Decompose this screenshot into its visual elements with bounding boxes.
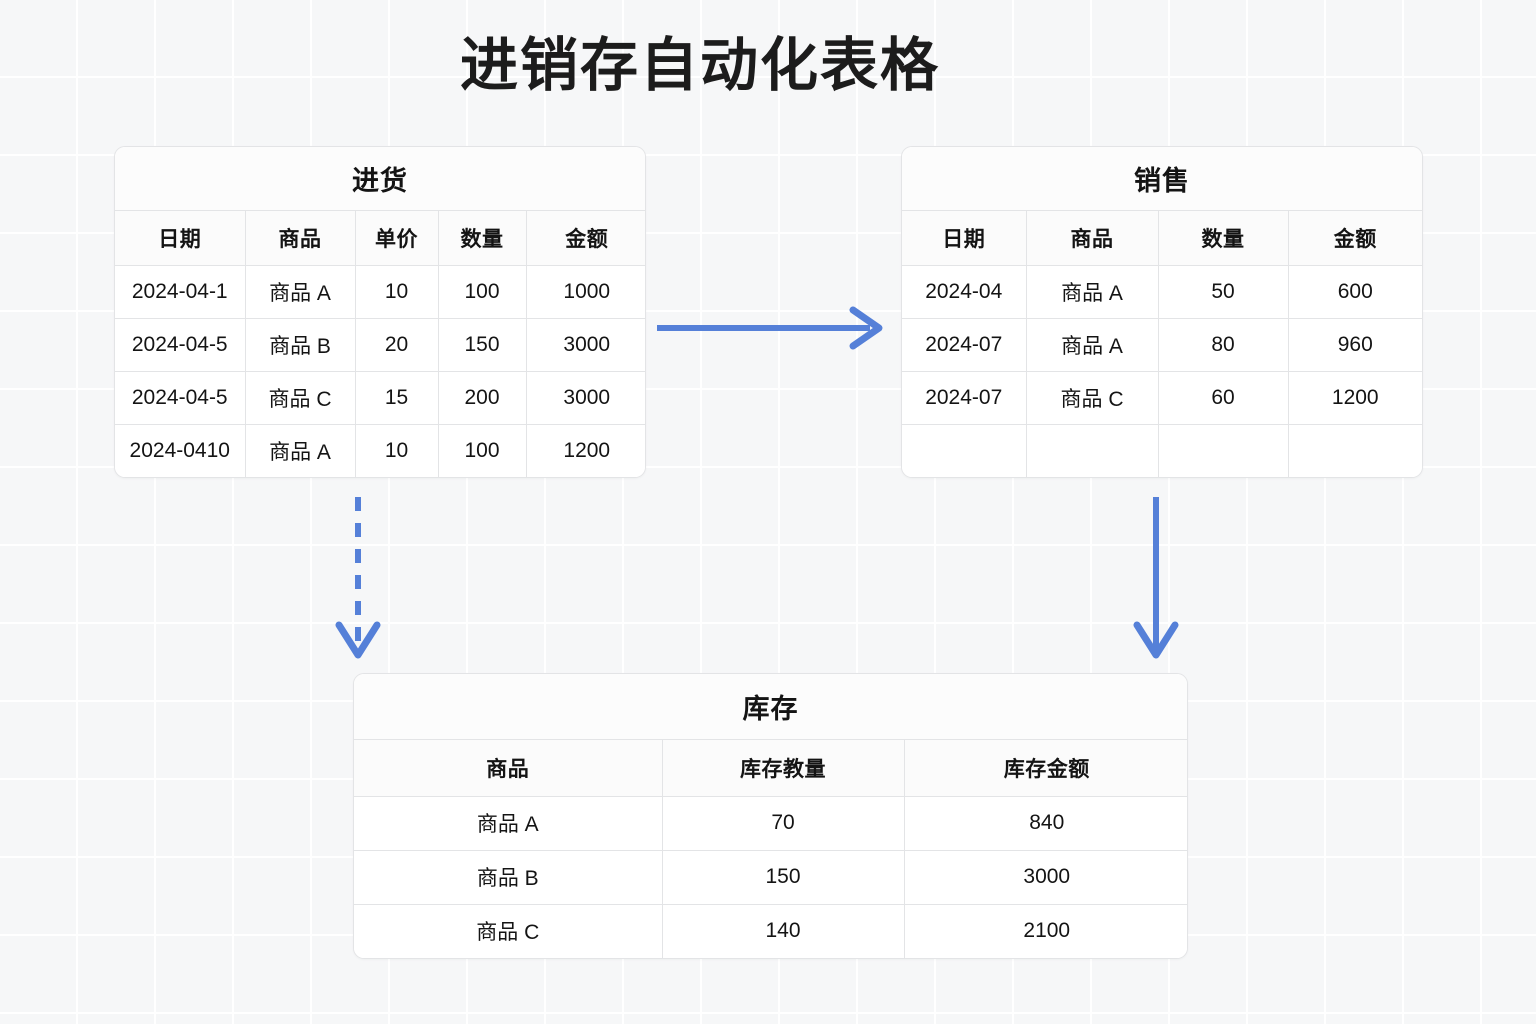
- cell-qty: 60: [1158, 371, 1289, 425]
- sales-col-date: 日期: [902, 211, 1027, 266]
- cell-qty: 150: [662, 850, 905, 905]
- cell-date: 2024-07: [902, 371, 1027, 425]
- cell-amt: 1200: [1288, 371, 1422, 425]
- cell-item: 商品 B: [245, 318, 356, 372]
- cell-qty: 150: [438, 318, 527, 372]
- cell-item: 商品 C: [245, 371, 356, 425]
- cell-amt: 1200: [526, 424, 645, 477]
- table-row: 2024-07 商品 C 60 1200: [902, 371, 1422, 425]
- arrow-down-icon-sales-to-inventory: [1133, 497, 1179, 659]
- page-title: 进销存自动化表格: [459, 33, 940, 98]
- purchase-table: 日期 商品 单价 数量 金额 2024-04-1 商品 A 10 100 100…: [115, 211, 645, 477]
- purchase-header-row: 日期 商品 单价 数量 金额: [115, 211, 645, 266]
- cell-amt: 3000: [904, 850, 1187, 905]
- cell-item: 商品 A: [245, 424, 356, 477]
- cell-date: [902, 424, 1027, 477]
- cell-amt: 3000: [526, 371, 645, 425]
- cell-item: [1026, 424, 1159, 477]
- inventory-col-qty: 库存教量: [662, 740, 905, 797]
- cell-amt: 840: [904, 796, 1187, 851]
- purchase-col-amt: 金额: [526, 211, 645, 266]
- cell-qty: [1158, 424, 1289, 477]
- cell-item: 商品 A: [1026, 265, 1159, 319]
- arrow-right-icon-purchase-to-sales: [657, 306, 883, 350]
- table-row: 商品 A 70 840: [354, 796, 1187, 851]
- cell-price: 20: [355, 318, 439, 372]
- cell-qty: 80: [1158, 318, 1289, 372]
- cell-date: 2024-04-5: [115, 371, 246, 425]
- cell-item: 商品 B: [354, 850, 663, 905]
- table-row: 2024-0410 商品 A 10 100 1200: [115, 424, 645, 477]
- cell-item: 商品 C: [354, 904, 663, 958]
- table-row: 2024-04-5 商品 B 20 150 3000: [115, 318, 645, 372]
- inventory-table-card: 库存 商品 库存教量 库存金额 商品 A 70 840 商品 B: [353, 673, 1188, 959]
- purchase-col-price: 单价: [355, 211, 439, 266]
- cell-date: 2024-04-5: [115, 318, 246, 372]
- table-row-empty: [902, 424, 1422, 477]
- table-row: 2024-04 商品 A 50 600: [902, 265, 1422, 319]
- cell-date: 2024-07: [902, 318, 1027, 372]
- cell-amt: 600: [1288, 265, 1422, 319]
- inventory-header-row: 商品 库存教量 库存金额: [354, 740, 1187, 797]
- cell-qty: 200: [438, 371, 527, 425]
- cell-item: 商品 C: [1026, 371, 1159, 425]
- cell-item: 商品 A: [1026, 318, 1159, 372]
- sales-table: 日期 商品 数量 金额 2024-04 商品 A 50 600 2024-07 …: [902, 211, 1422, 477]
- inventory-col-amt: 库存金额: [904, 740, 1187, 797]
- cell-price: 10: [355, 424, 439, 477]
- table-row: 商品 C 140 2100: [354, 904, 1187, 958]
- cell-qty: 140: [662, 904, 905, 958]
- cell-amt: 960: [1288, 318, 1422, 372]
- cell-qty: 50: [1158, 265, 1289, 319]
- table-row: 2024-04-5 商品 C 15 200 3000: [115, 371, 645, 425]
- cell-price: 15: [355, 371, 439, 425]
- sales-table-title: 销售: [902, 147, 1422, 211]
- purchase-table-title: 进货: [115, 147, 645, 211]
- inventory-col-item: 商品: [354, 740, 663, 797]
- sales-col-amt: 金额: [1288, 211, 1422, 266]
- cell-qty: 70: [662, 796, 905, 851]
- sales-col-qty: 数量: [1158, 211, 1289, 266]
- table-row: 商品 B 150 3000: [354, 850, 1187, 905]
- inventory-table-title: 库存: [354, 674, 1187, 740]
- cell-date: 2024-04: [902, 265, 1027, 319]
- purchase-table-card: 进货 日期 商品 单价 数量 金额 2024-04-1 商品 A 10: [114, 146, 646, 478]
- cell-qty: 100: [438, 424, 527, 477]
- table-row: 2024-04-1 商品 A 10 100 1000: [115, 265, 645, 319]
- purchase-col-date: 日期: [115, 211, 246, 266]
- cell-item: 商品 A: [354, 796, 663, 851]
- cell-amt: 1000: [526, 265, 645, 319]
- cell-amt: 2100: [904, 904, 1187, 958]
- cell-amt: [1288, 424, 1422, 477]
- sales-table-card: 销售 日期 商品 数量 金额 2024-04 商品 A 50 600: [901, 146, 1423, 478]
- cell-price: 10: [355, 265, 439, 319]
- sales-col-item: 商品: [1026, 211, 1159, 266]
- arrow-down-dashed-icon-purchase-to-inventory: [335, 497, 381, 659]
- cell-amt: 3000: [526, 318, 645, 372]
- purchase-col-item: 商品: [245, 211, 356, 266]
- cell-qty: 100: [438, 265, 527, 319]
- cell-date: 2024-04-1: [115, 265, 246, 319]
- cell-item: 商品 A: [245, 265, 356, 319]
- table-row: 2024-07 商品 A 80 960: [902, 318, 1422, 372]
- inventory-table: 商品 库存教量 库存金额 商品 A 70 840 商品 B 150 3000 商…: [354, 740, 1187, 958]
- cell-date: 2024-0410: [115, 424, 246, 477]
- purchase-col-qty: 数量: [438, 211, 527, 266]
- sales-header-row: 日期 商品 数量 金额: [902, 211, 1422, 266]
